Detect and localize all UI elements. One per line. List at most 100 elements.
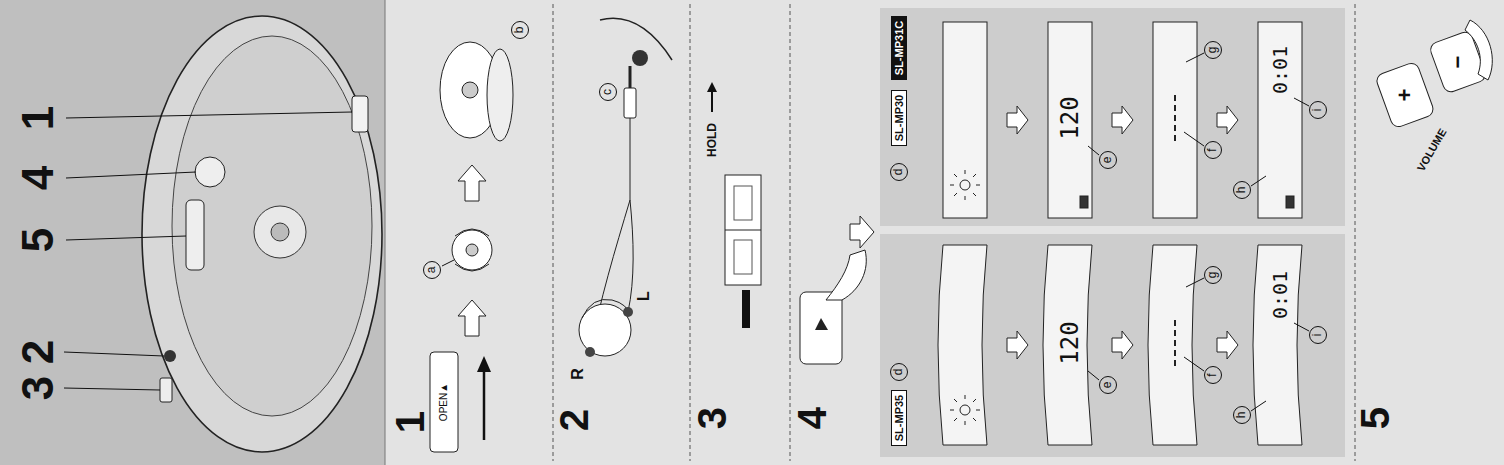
button-symbol: − [1447, 56, 1469, 69]
headphone-step-art [623, 307, 633, 317]
leader-line [1294, 98, 1309, 106]
headphone-step-art [632, 50, 648, 66]
model-name: SL-MP35 [893, 395, 905, 441]
leader-line [1184, 357, 1204, 371]
leader-line [1251, 176, 1266, 186]
channel-label: L [636, 291, 652, 301]
callout-number: 4 [16, 166, 60, 190]
headphone-step-art [579, 18, 672, 357]
sequence-arrow [1112, 331, 1133, 359]
display-reading: 0:01 [1270, 45, 1290, 95]
sequence-arrow [1007, 106, 1238, 359]
display-icon [950, 95, 1294, 425]
display-reading: 120 [1058, 320, 1082, 365]
display-panel [1148, 245, 1197, 445]
channel-label: R [570, 368, 586, 380]
panel-ground [790, 4, 791, 461]
open-step-art [452, 230, 492, 270]
cd-player-body [142, 16, 382, 452]
leader-line [66, 236, 186, 240]
reference-letter: c [599, 83, 617, 101]
reference-letter: g [1204, 41, 1222, 59]
reference-letter: e [1099, 151, 1117, 169]
cd-player-body [254, 206, 306, 258]
open-step-art [487, 49, 513, 141]
panel-ground [690, 4, 691, 461]
display-icon [1286, 196, 1294, 208]
panel-ground [0, 0, 385, 465]
reference-letter: h [1233, 181, 1251, 199]
leader-line [66, 172, 196, 178]
open-step-art [430, 352, 458, 452]
reference-letter: f [1204, 141, 1222, 159]
model-name: SL-MP30 [893, 95, 905, 141]
step-number: 1 [390, 411, 430, 433]
volume-button-art [1375, 61, 1435, 129]
display-icon [1080, 196, 1088, 208]
display-icon [1174, 95, 1176, 145]
cd-player-body [271, 223, 289, 241]
reference-letter: i [1309, 101, 1327, 119]
volume-button-art [1375, 20, 1493, 129]
reference-letter: d [890, 363, 908, 381]
callout-number: 5 [16, 228, 60, 252]
callout-number: 3 [16, 376, 60, 400]
hold-switch-art [725, 175, 761, 285]
leader-line [64, 112, 352, 390]
callout-number: 1 [16, 106, 60, 130]
model-tag: SL-MP30 [891, 90, 907, 146]
cd-player-body [164, 350, 176, 362]
step-number: 5 [1355, 407, 1395, 429]
step-number: 3 [692, 407, 732, 429]
cd-player-body [142, 16, 382, 452]
panel-ground [553, 4, 554, 461]
display-panel [938, 245, 987, 445]
button-symbol: + [1394, 89, 1416, 102]
reference-letter: i [1309, 326, 1327, 344]
switch-label: OPEN▲ [439, 383, 449, 421]
play-step-art [826, 250, 866, 300]
leader-line [66, 112, 352, 118]
model-tag: SL-MP35 [891, 390, 907, 446]
display-icon [960, 180, 970, 190]
reference-letter: e [1099, 376, 1117, 394]
sequence-arrow [1112, 106, 1133, 134]
display-panel [1253, 245, 1302, 445]
display-icon [950, 395, 980, 425]
reference-letter: d [890, 163, 908, 181]
open-step-art [477, 356, 491, 372]
hold-switch-art [742, 290, 750, 328]
display-panel [938, 22, 1302, 445]
play-step-art [880, 234, 1345, 457]
model-name: SL-MP31C [893, 21, 905, 75]
open-step-art [442, 260, 454, 266]
reference-letter: f [1204, 366, 1222, 384]
open-step-art [462, 82, 478, 98]
cd-player-body [352, 96, 368, 132]
cd-player-body [172, 36, 372, 416]
display-reading: 0:01 [1270, 270, 1290, 320]
display-panel [943, 22, 987, 218]
callout-number: 2 [16, 340, 60, 364]
display-panel [1048, 22, 1092, 218]
play-step-art [800, 292, 842, 364]
leader-line [1186, 53, 1204, 62]
cd-player-body [195, 157, 225, 187]
display-icon [950, 170, 980, 200]
leader-line [1186, 278, 1204, 287]
reference-letter: a [423, 261, 441, 279]
hold-switch-art [734, 186, 752, 220]
sequence-arrow [1007, 331, 1028, 359]
play-step-art [880, 8, 1345, 226]
sequence-arrow [1217, 331, 1238, 359]
play-step-art [815, 318, 828, 330]
display-reading: 120 [1058, 95, 1082, 140]
hold-switch-art [734, 240, 752, 274]
hold-switch-art [707, 82, 761, 328]
leader-line [1088, 146, 1099, 155]
volume-button-art [1465, 20, 1492, 80]
step-number: 2 [554, 409, 594, 431]
leader-line [1294, 323, 1309, 331]
